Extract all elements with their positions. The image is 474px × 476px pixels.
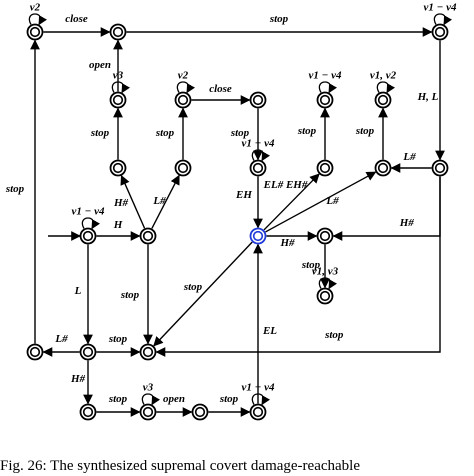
self-loop-label: v1 − v4 bbox=[242, 382, 275, 394]
self-loop-label: v3 bbox=[113, 70, 124, 82]
self-loop-label: v2 bbox=[30, 2, 41, 14]
self-loop-arrow bbox=[141, 393, 161, 406]
edge-label: L# bbox=[54, 333, 68, 345]
state-node bbox=[26, 343, 44, 361]
edge-label: close bbox=[209, 83, 232, 95]
edge-label: H# bbox=[399, 217, 415, 229]
edge-label: L bbox=[74, 285, 82, 297]
transition-edge bbox=[265, 171, 377, 233]
edge-label: stop bbox=[324, 329, 344, 341]
state-node bbox=[431, 23, 449, 41]
state-node bbox=[79, 403, 97, 421]
transition-edge bbox=[120, 174, 146, 229]
self-loop-label: v1 − v4 bbox=[242, 138, 275, 150]
transition-edge bbox=[151, 174, 180, 229]
state-node bbox=[139, 343, 157, 361]
self-loop-arrow bbox=[251, 393, 271, 406]
state-node bbox=[249, 159, 267, 177]
state-node bbox=[174, 91, 192, 109]
edge-label: H bbox=[113, 219, 123, 231]
self-loop-label: v1, v2 bbox=[370, 70, 397, 82]
initial-state bbox=[249, 227, 267, 245]
edge-label: open bbox=[163, 393, 185, 405]
self-loop-label: v1 − v4 bbox=[424, 2, 457, 14]
state-node bbox=[374, 159, 392, 177]
self-loop-arrow bbox=[111, 81, 131, 94]
self-loop-arrow bbox=[318, 81, 338, 94]
figure-caption: Fig. 26: The synthesized supremal covert… bbox=[0, 458, 361, 474]
edge-label: open bbox=[89, 59, 111, 71]
state-node bbox=[316, 287, 334, 305]
self-loop-arrow bbox=[28, 13, 48, 26]
transition-edge bbox=[153, 241, 253, 347]
transition-edge bbox=[332, 176, 441, 241]
edge-label: H# bbox=[70, 373, 86, 385]
edge-label: EL# EH# bbox=[263, 179, 308, 191]
edge-label: stop bbox=[90, 127, 110, 139]
state-node bbox=[374, 91, 392, 109]
state-node bbox=[316, 159, 334, 177]
state-node bbox=[109, 23, 127, 41]
edge-label: stop bbox=[301, 259, 321, 271]
edge-label: EL bbox=[262, 325, 277, 337]
transition-edges bbox=[30, 27, 445, 417]
self-loop-arrow bbox=[376, 81, 396, 94]
edge-label: stop bbox=[5, 183, 25, 195]
state-node bbox=[139, 403, 157, 421]
edge-label: L# bbox=[325, 195, 339, 207]
states bbox=[26, 23, 449, 421]
self-loop-arrow bbox=[251, 149, 271, 162]
state-node bbox=[139, 227, 157, 245]
state-node bbox=[249, 403, 267, 421]
self-loop-label: v1, v3 bbox=[312, 266, 339, 278]
edge-label: stop bbox=[230, 127, 250, 139]
edge-label: stop bbox=[183, 281, 203, 293]
self-loop-label: v1 − v4 bbox=[309, 70, 342, 82]
self-loop-arrow bbox=[318, 277, 338, 290]
self-loop-label: v1 − v4 bbox=[72, 206, 105, 218]
edge-label: L# bbox=[402, 151, 416, 163]
state-node bbox=[191, 403, 209, 421]
edge-label: stop bbox=[120, 289, 140, 301]
self-loop-arrow bbox=[176, 81, 196, 94]
edge-label: stop bbox=[297, 125, 317, 137]
edge-label: EH bbox=[235, 189, 252, 201]
edge-label: stop bbox=[108, 393, 128, 405]
edge-label: H# bbox=[279, 237, 295, 249]
edge-label: stop bbox=[155, 127, 175, 139]
self-loop-arrow bbox=[81, 217, 101, 230]
state-node bbox=[109, 159, 127, 177]
edge-label: H, L bbox=[417, 91, 439, 103]
state-node bbox=[249, 91, 267, 109]
self-loop-label: v3 bbox=[143, 382, 154, 394]
state-node bbox=[26, 23, 44, 41]
edge-label: stop bbox=[219, 393, 239, 405]
state-node bbox=[174, 159, 192, 177]
self-loop-arrow bbox=[433, 13, 453, 26]
state-node bbox=[316, 227, 334, 245]
self-loop-label: v2 bbox=[178, 70, 189, 82]
edge-label: stop bbox=[108, 333, 128, 345]
state-node bbox=[109, 91, 127, 109]
state-node bbox=[431, 159, 449, 177]
self-loops bbox=[28, 13, 453, 406]
state-node bbox=[79, 227, 97, 245]
transition-edge bbox=[155, 176, 441, 357]
edge-label: stop bbox=[355, 125, 375, 137]
transition-edge bbox=[263, 173, 320, 231]
edge-label: stop bbox=[269, 13, 289, 25]
edge-label: L# bbox=[152, 195, 166, 207]
state-node bbox=[79, 343, 97, 361]
edge-label: close bbox=[65, 13, 88, 25]
state-node bbox=[316, 91, 334, 109]
edge-label: H# bbox=[113, 197, 129, 209]
